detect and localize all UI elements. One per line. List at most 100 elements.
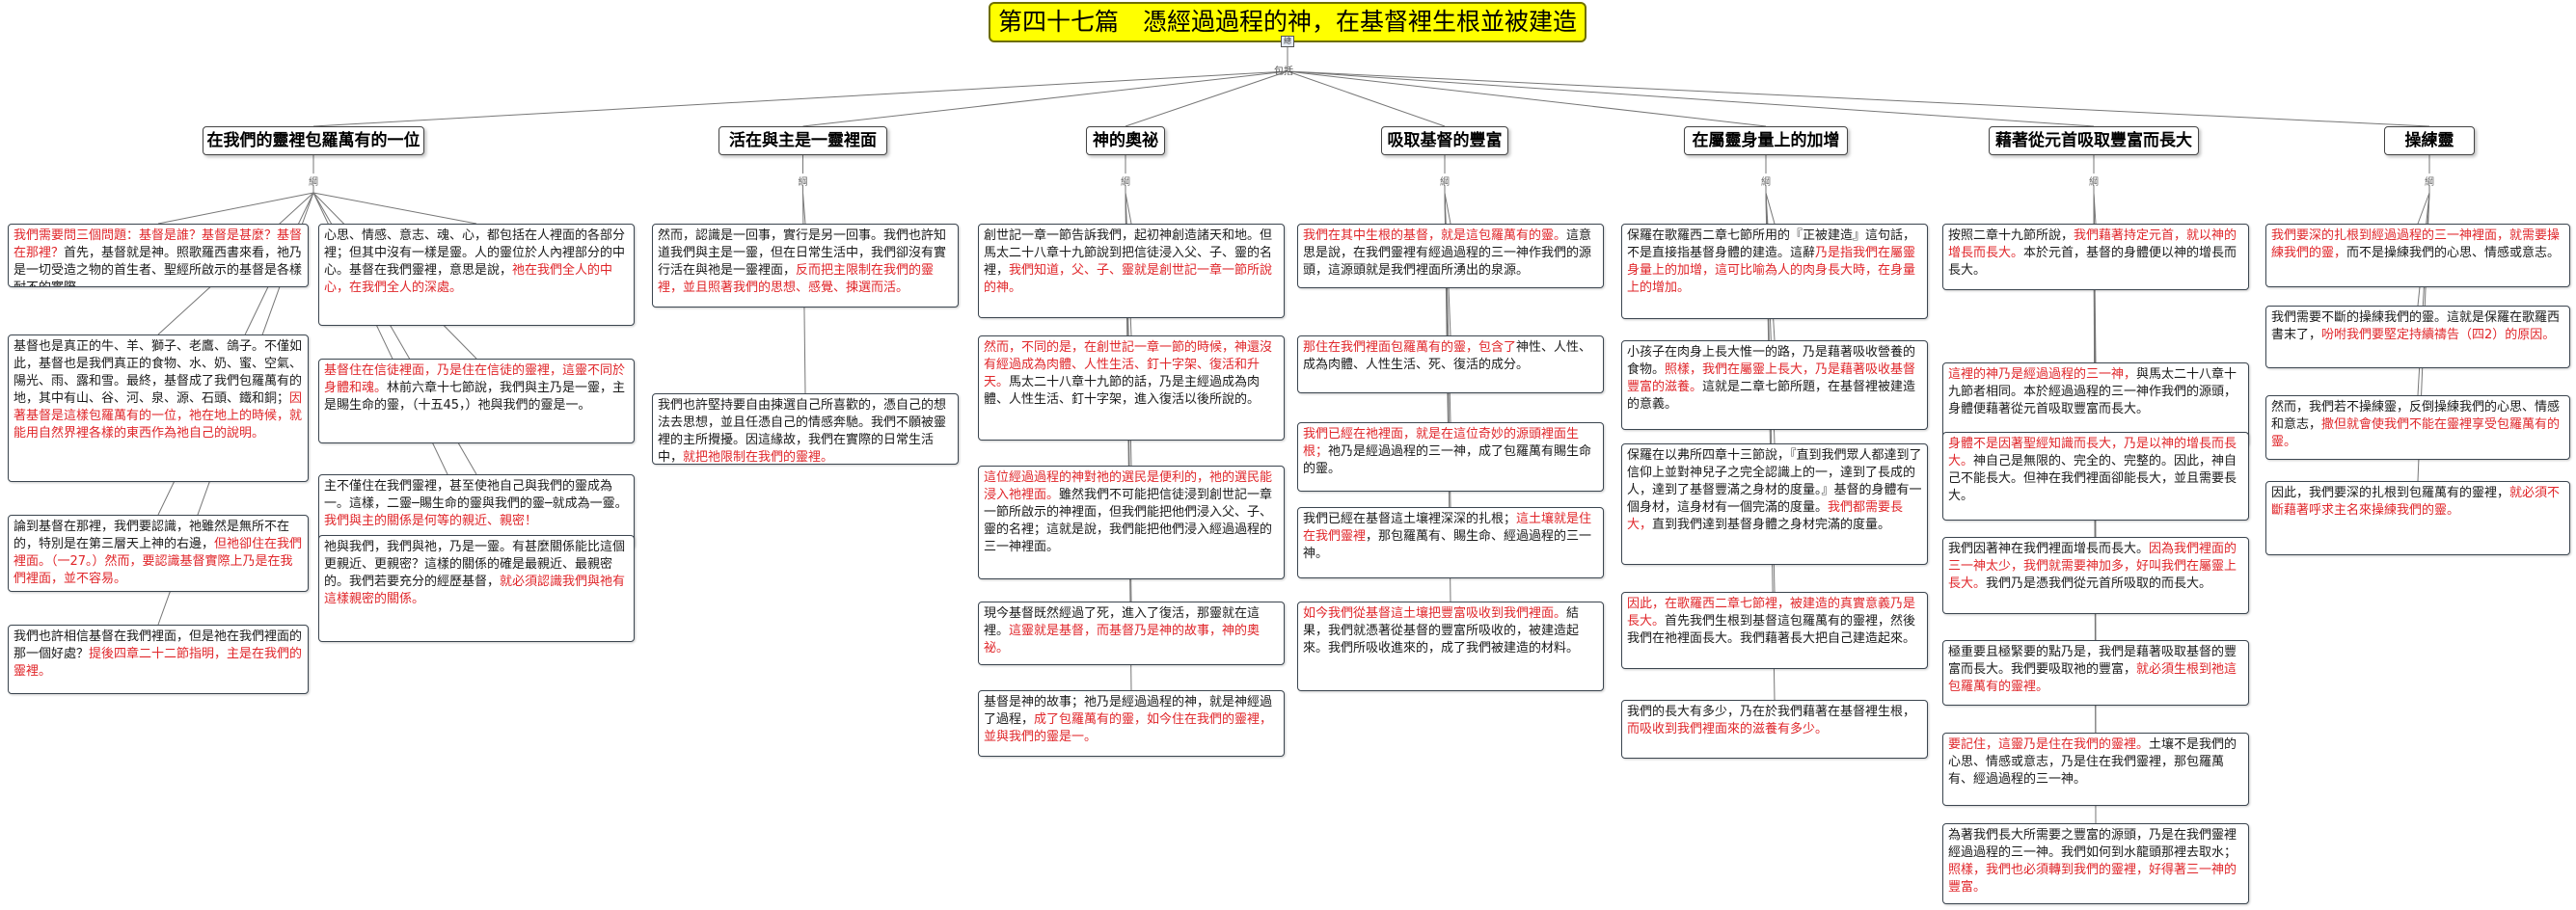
note-card[interactable]: 保羅在以弗所四章十三節說，『直到我們眾人都達到了信仰上並對神兒子之完全認識上的一… <box>1621 443 1928 565</box>
card-text: 我們也許堅持要自由揀選自己所喜歡的，憑自己的想法去思想，並且任憑自己的情感奔馳。… <box>658 398 947 465</box>
note-card[interactable]: 創世記一章一節告訴我們，起初神創造諸天和地。但馬太二十八章十九節說到把信徒浸入父… <box>978 224 1285 318</box>
card-text: 心思、情感、意志、魂、心，都包括在人裡面的各部分裡；但其中沒有一樣是靈。人的靈位… <box>324 228 626 278</box>
note-card[interactable]: 保羅在歌羅西二章七節所用的『正被建造』這句話，不是直接指基督身體的建造。這辭乃是… <box>1621 224 1928 319</box>
card-text: 因為我們裡面的三一神太少，我們就需要神加多，好叫我們在屬靈上長大。 <box>1948 542 2237 591</box>
card-text: 極重要且極緊要的點乃是，我們是藉著吸取基督的豐富而長大。我們要吸取祂的豐富， <box>1948 645 2237 677</box>
card-text: 結果，我們就憑著從基督的豐富所吸收的，被建造起來。我們所吸收進來的，成了我們被建… <box>1303 606 1580 656</box>
note-card[interactable]: 基督是神的故事；祂乃是經過過程的神，就是神經過了過程，成了包羅萬有的靈，如今住在… <box>978 690 1285 757</box>
note-card[interactable]: 我們的長大有多少，乃在於我們藉著在基督裡生根，而吸收到我們裡面來的滋養有多少。 <box>1621 700 1928 759</box>
card-text: 因此，在歌羅西二章七節裡，被建造的真實意義乃是長大。 <box>1627 597 1916 629</box>
card-text: 直到我們達到基督身體之身材完滿的度量。 <box>1652 518 1891 532</box>
note-card[interactable]: 如今我們從基督這土壤把豐富吸收到我們裡面。結果，我們就憑著從基督的豐富所吸收的，… <box>1297 602 1604 691</box>
card-text: 但祂卻住在我們裡面。（一27。）然而，要認識基督實際上乃是在我們裡面，並不容易。 <box>14 537 303 586</box>
card-connector-line <box>1125 192 1132 225</box>
note-card[interactable]: 極重要且極緊要的點乃是，我們是藉著吸取基督的豐富而長大。我們要吸取祂的豐富，就必… <box>1942 640 2249 706</box>
card-text: 如今我們從基督這土壤把豐富吸收到我們裡面。 <box>1303 606 1567 621</box>
card-text: 我們要深的扎根到經過過程的三一神裡面，就需要操練我們的靈， <box>2271 228 2561 260</box>
card-text: 而不是操練我們的心思、情感或意志。 <box>2346 246 2561 260</box>
note-card[interactable]: 然而，不同的是，在創世記一章一節的時候，神還沒有經過成為肉體、人性生活、釘十字架… <box>978 335 1285 441</box>
note-card[interactable]: 我們在其中生根的基督，就是這包羅萬有的靈。這意思是說，在我們靈裡有經過過程的三一… <box>1297 224 1604 288</box>
note-card[interactable]: 我們已經在祂裡面，就是在這位奇妙的源頭裡面生根；祂乃是經過過程的三一神，成了包羅… <box>1297 422 1604 492</box>
branch-topic[interactable]: 吸取基督的豐富 <box>1381 126 1508 155</box>
card-text: 與馬太二十八章十九節者相同。本於經過過程的三一神作我們的源頭，身體便藉著從元首吸… <box>1948 367 2237 416</box>
branch-connector-line <box>312 70 1288 127</box>
card-text: 這就是二章七節所題，在基督裡被建造的意義。 <box>1627 380 1916 412</box>
branch-topic[interactable]: 在屬靈身量上的加增 <box>1684 126 1848 155</box>
card-text: 照樣，我們在屬靈上長大，乃是藉著吸收基督豐富的滋養。 <box>1627 362 1916 394</box>
branch-marker: 綱 <box>798 177 808 188</box>
card-text: 就必須不斷藉著呼求主名來操練我們的靈。 <box>2271 486 2561 518</box>
note-card[interactable]: 現今基督既然經過了死，進入了復活，那靈就在這裡。這靈就是基督，而基督乃是神的故事… <box>978 602 1285 665</box>
branch-topic[interactable]: 操練靈 <box>2384 126 2475 155</box>
branch-marker: 綱 <box>2089 177 2099 188</box>
note-card[interactable]: 因此，我們要深的扎根到包羅萬有的靈裡，就必須不斷藉著呼求主名來操練我們的靈。 <box>2265 481 2570 555</box>
card-text: 祂在我們全人的中心，在我們全人的深處。 <box>324 263 613 295</box>
note-card[interactable]: 小孩子在肉身上長大惟一的路，乃是藉著吸收營養的食物。照樣，我們在屬靈上長大，乃是… <box>1621 340 1928 430</box>
card-text: 我們已經在祂裡面，就是在這位奇妙的源頭裡面生根； <box>1303 427 1580 459</box>
card-text: 身體不是因著聖經知識而長大，乃是以神的增長而長大。 <box>1948 437 2237 468</box>
note-card[interactable]: 我們要深的扎根到經過過程的三一神裡面，就需要操練我們的靈，而不是操練我們的心思、… <box>2265 224 2570 287</box>
note-card[interactable]: 我們已經在基督這土壤裡深深的扎根；這土壤就是住在我們靈裡，那包羅萬有、賜生命、經… <box>1297 507 1604 578</box>
note-card[interactable]: 論到基督在那裡，我們要認識，祂雖然是無所不在的，特別是在第三層天上神的右邊，但祂… <box>8 515 309 592</box>
card-connector-line <box>157 192 314 225</box>
card-text: 我們藉著持定元首，就以神的增長而長大。 <box>1948 228 2237 260</box>
card-text: 為著我們長大所需要之豐富的源頭，乃是在我們靈裡經過過程的三一神。我們如何到水龍頭… <box>1948 828 2237 860</box>
note-card[interactable]: 然而，認識是一回事，實行是另一回事。我們也許知道我們與主是一靈，但在日常生活中，… <box>652 224 959 308</box>
card-text: 就必須認識我們與祂有這樣親密的關係。 <box>324 575 626 606</box>
branch-marker: 綱 <box>1761 177 1771 188</box>
note-card[interactable]: 按照二章十九節所說，我們藉著持定元首，就以神的增長而長大。本於元首，基督的身體便… <box>1942 224 2249 290</box>
card-text: 就必須生根到祂這包羅萬有的靈裡。 <box>1948 662 2237 694</box>
card-text: 我們的長大有多少，乃在於我們藉著在基督裡生根， <box>1627 705 1916 719</box>
note-card[interactable]: 然而，我們若不操練靈，反倒操練我們的心思、情感和意志，撒但就會使我們不能在靈裡享… <box>2265 395 2570 460</box>
card-text: 本於元首，基督的身體便以神的增長而長大。 <box>1948 246 2237 278</box>
note-card[interactable]: 因此，在歌羅西二章七節裡，被建造的真實意義乃是長大。首先我們生根到基督這包羅萬有… <box>1621 592 1928 669</box>
card-text: 成了包羅萬有的靈，如今住在我們的靈裡，並與我們的靈是一。 <box>984 712 1273 744</box>
note-card[interactable]: 我們需要不斷的操練我們的靈。這就是保羅在歌羅西書末了，吩咐我們要堅定持續禱告（四… <box>2265 306 2570 368</box>
card-text: 我們已經在基督這土壤裡深深的扎根； <box>1303 512 1517 526</box>
card-text: 馬太二十八章十九節的話，乃是主經過成為肉體、人性生活、釘十字架，進入復活以後所說… <box>984 375 1261 407</box>
branch-topic[interactable]: 活在與主是一靈裡面 <box>719 126 887 155</box>
note-card[interactable]: 我們也許相信基督在我們裡面，但是祂在我們裡面的那一個好處？提後四章二十二節指明，… <box>8 625 309 694</box>
hub-label: 包括 <box>1274 67 1293 77</box>
card-connector-line <box>312 192 477 225</box>
note-card[interactable]: 我們也許堅持要自由揀選自己所喜歡的，憑自己的想法去思想，並且任憑自己的情感奔馳。… <box>652 393 959 465</box>
note-card[interactable]: 那住在我們裡面包羅萬有的靈，包含了神性、人性、成為肉體、人性生活、死、復活的成分… <box>1297 335 1604 393</box>
card-text: 就把祂限制在我們的靈裡。 <box>683 450 834 465</box>
note-card[interactable]: 這位經過過程的神對祂的選民是便利的，祂的選民能浸入祂裡面。雖然我們不可能把信徒浸… <box>978 466 1285 579</box>
branch-topic[interactable]: 在我們的靈裡包羅萬有的一位 <box>203 126 424 155</box>
branch-connector-line <box>1287 70 1446 127</box>
card-connector-line <box>1765 192 1776 225</box>
note-card[interactable]: 祂與我們，我們與祂，乃是一靈。有甚麼關係能比這個更親近、更親密？這樣的關係的確是… <box>318 535 635 642</box>
note-card[interactable]: 心思、情感、意志、魂、心，都包括在人裡面的各部分裡；但其中沒有一樣是靈。人的靈位… <box>318 224 635 326</box>
note-card[interactable]: 要記住，這靈乃是住在我們的靈裡。土壤不是我們的心思、情感或意志，乃是住在我們靈裡… <box>1942 733 2249 806</box>
note-card[interactable]: 基督也是真正的牛、羊、獅子、老鷹、鴿子。不僅如此，基督也是我們真正的食物、水、奶… <box>8 335 309 482</box>
branch-connector-line <box>1287 70 1767 127</box>
card-connector-line <box>2417 192 2430 225</box>
card-text: 要記住，這靈乃是住在我們的靈裡。 <box>1948 737 2150 752</box>
card-text: 這意思是說，在我們靈裡有經過過程的三一神作我們的源頭，這源頭就是我們裡面所湧出的… <box>1303 228 1592 278</box>
card-text: 祂乃是經過過程的三一神，成了包羅萬有賜生命的靈。 <box>1303 444 1592 476</box>
card-text: 我們與主的關係是何等的親近、親密！ <box>324 514 538 528</box>
card-text: 然而，認識是一回事，實行是另一回事。我們也許知道我們與主是一靈，但在日常生活中，… <box>658 228 947 278</box>
branch-connector-line <box>1287 70 2430 127</box>
branch-topic[interactable]: 藉著從元首吸取豐富而長大 <box>1989 126 2199 155</box>
card-text: 主不僅住在我們靈裡，甚至使祂自己與我們的靈成為一。這樣，二靈─賜生命的靈與我們的… <box>324 479 628 511</box>
branch-topic[interactable]: 神的奧祕 <box>1086 126 1165 155</box>
note-card[interactable]: 我們需要問三個問題：基督是誰？基督是甚麼？基督在那裡？首先，基督就是神。照歌羅西… <box>8 224 309 287</box>
card-text: 吩咐我們要堅定持續禱告（四2）的原因。 <box>2321 328 2556 342</box>
note-card[interactable]: 為著我們長大所需要之豐富的源頭，乃是在我們靈裡經過過程的三一神。我們如何到水龍頭… <box>1942 823 2249 904</box>
card-text: 因此，我們要深的扎根到包羅萬有的靈裡， <box>2271 486 2510 500</box>
card-text: 然而，我們若不操練靈，反倒操練我們的心思、情感和意志， <box>2271 400 2561 432</box>
note-card[interactable]: 我們因著神在我們裡面增長而長大。因為我們裡面的三一神太少，我們就需要神加多，好叫… <box>1942 537 2249 614</box>
note-card[interactable]: 身體不是因著聖經知識而長大，乃是以神的增長而長大。神自己是無限的、完全的、完整的… <box>1942 432 2249 521</box>
card-text: 首先我們生根到基督這包羅萬有的靈裡，然後我們在祂裡面長大。我們藉著長大把自己建造… <box>1627 614 1916 646</box>
card-text: 我們因著神在我們裡面增長而長大。 <box>1948 542 2150 556</box>
card-text: 我們也許相信基督在我們裡面，但是祂在我們裡面的那一個好處？ <box>14 629 303 661</box>
card-text: 反而把主限制在我們的靈裡，並且照著我們的思想、感覺、揀選而活。 <box>658 263 935 295</box>
card-text: 神自己是無限的、完全的、完整的。因此，神自己不能長大。但神在我們裡面卻能長大，並… <box>1948 454 2237 503</box>
card-connector-line <box>1444 192 1451 225</box>
note-card[interactable]: 基督住在信徒裡面，乃是住在信徒的靈裡，這靈不同於身體和魂。林前六章十七節說，我們… <box>318 359 635 443</box>
branch-marker: 綱 <box>1121 177 1130 188</box>
card-text: 這裡的神乃是經過過程的三一神， <box>1948 367 2137 382</box>
branch-marker: 綱 <box>2425 177 2434 188</box>
